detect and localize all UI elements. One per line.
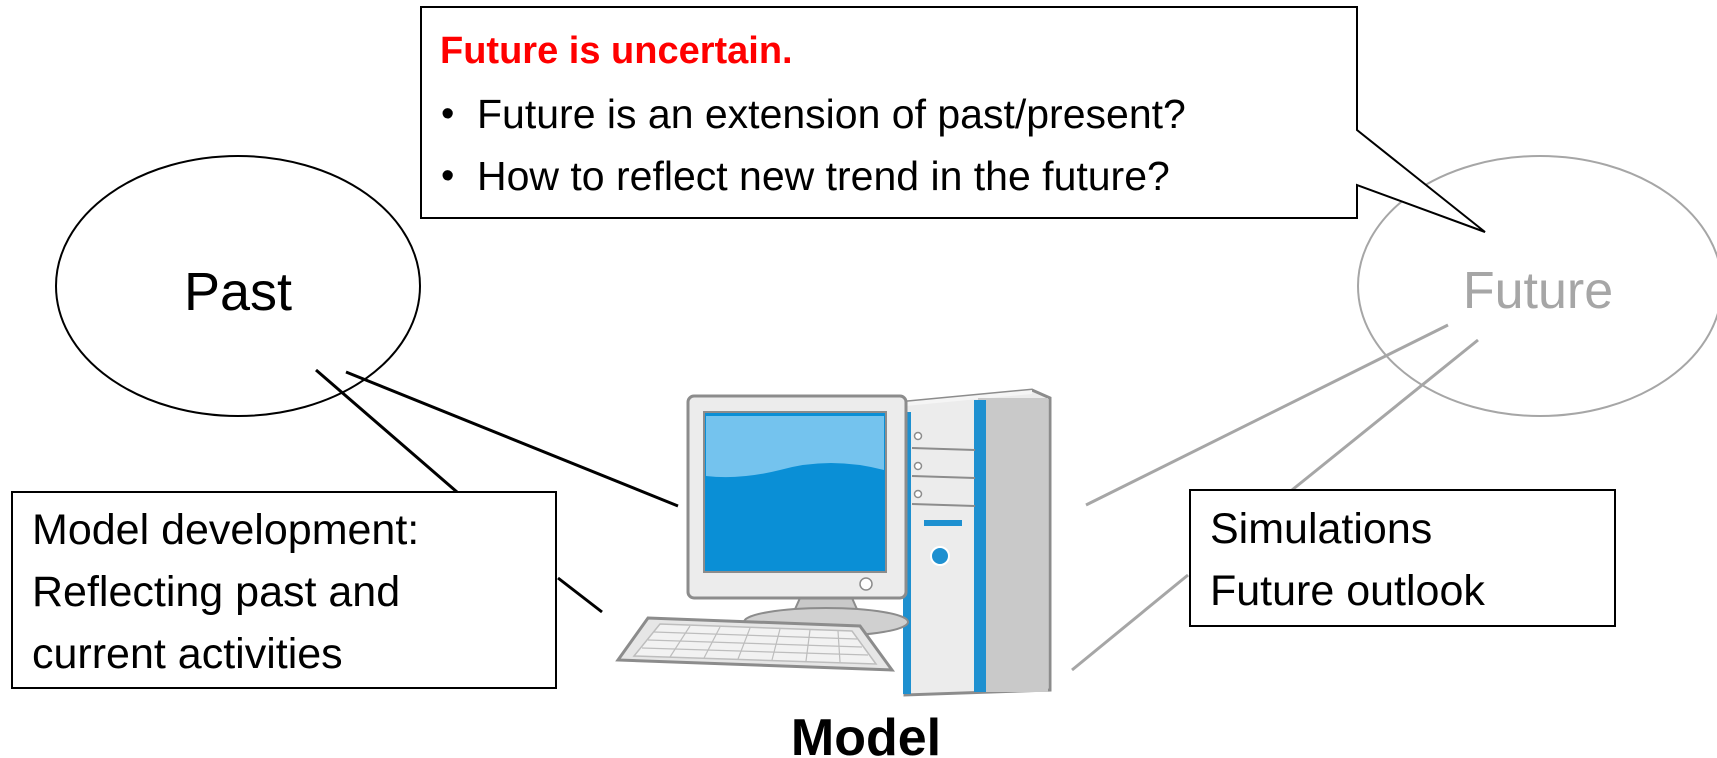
model-development-frame [11,491,557,689]
future-connectors [1071,323,1479,672]
callout-bubble [420,6,1486,233]
future-to-box-line [1291,338,1479,492]
callout-bullet-2: How to reflect new trend in the future? [477,153,1170,199]
model-development-box: Model development: Reflecting past and c… [11,491,557,689]
box-to-keyboard-line [557,576,603,614]
simulations-line-2: Future outlook [1210,567,1485,615]
future-node: Future [1357,155,1717,417]
simulations-line-1: Simulations [1210,505,1432,553]
future-ellipse [1357,155,1717,417]
computer-icon [615,388,1052,697]
past-ellipse [55,155,421,417]
model-development-line-1: Model development: [32,506,419,554]
past-to-monitor-line [345,370,679,508]
callout-bullet-mark-1: • [441,93,454,135]
past-connectors [315,368,679,614]
uncertainty-callout: Future is uncertain. • Future is an exte… [420,6,1486,233]
past-label: Past [184,262,292,322]
past-node: Past [55,155,421,417]
tower-unit [903,388,1052,697]
simulations-frame [1189,489,1616,627]
model-label: Model [791,709,941,758]
future-label: Future [1463,262,1613,320]
callout-bullet-mark-2: • [441,155,454,197]
monitor [686,394,909,637]
past-to-box-line [315,368,458,494]
callout-bullet-1: Future is an extension of past/present? [477,91,1186,137]
keyboard [615,616,896,672]
simulations-box: Simulations Future outlook [1189,489,1616,627]
model-development-line-3: current activities [32,630,343,678]
model-development-line-2: Reflecting past and [32,568,400,616]
box-to-tower-line [1071,573,1189,672]
callout-heading: Future is uncertain. [440,30,793,72]
future-to-monitor-line [1085,323,1449,507]
